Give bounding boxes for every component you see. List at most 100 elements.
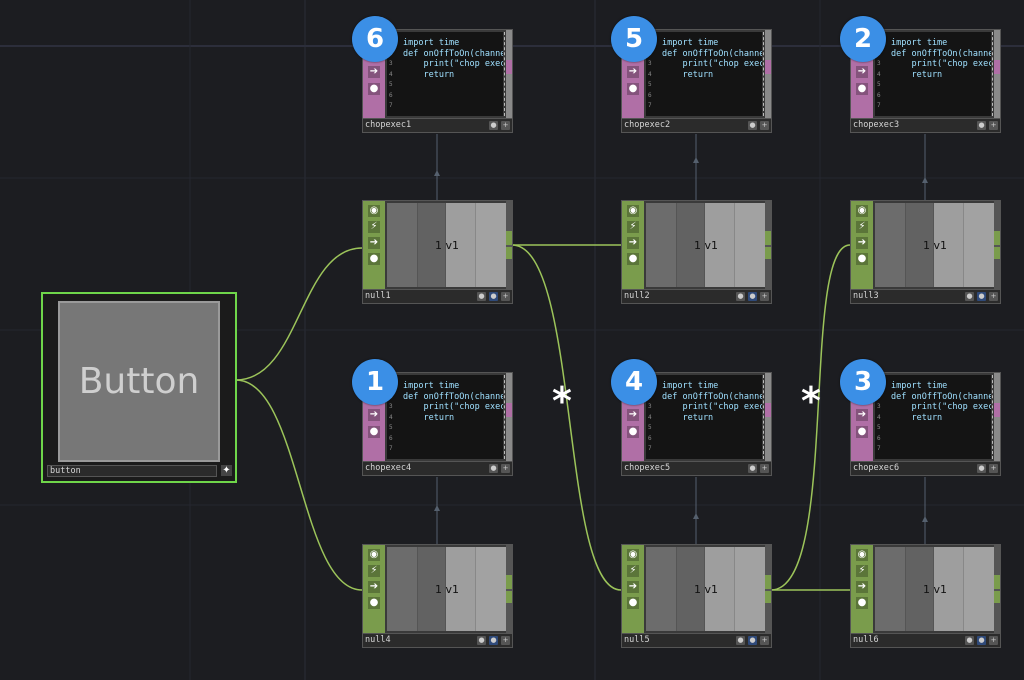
toggle-icon[interactable]: ● <box>748 464 757 473</box>
button-node[interactable]: Button button ✦ <box>41 292 237 483</box>
arrow-right-icon[interactable]: ➔ <box>627 409 639 421</box>
channel-view[interactable]: 1 v1 <box>875 203 995 287</box>
viewer-icon[interactable]: ◉ <box>627 549 639 561</box>
arrow-right-icon[interactable]: ➔ <box>368 581 380 593</box>
arrow-right-icon[interactable]: ➔ <box>368 409 380 421</box>
arrow-right-icon[interactable]: ➔ <box>627 66 639 78</box>
toggle-icon[interactable]: ● <box>977 121 986 130</box>
lock-icon[interactable]: ● <box>856 597 868 609</box>
arrow-right-icon[interactable]: ➔ <box>856 581 868 593</box>
toggle-icon[interactable]: ● <box>965 636 974 645</box>
output-connector[interactable] <box>994 60 1000 74</box>
toggle-icon[interactable]: ● <box>736 292 745 301</box>
output-tab[interactable] <box>765 30 771 118</box>
plus-icon[interactable]: + <box>989 121 998 130</box>
output-tab[interactable] <box>765 373 771 461</box>
output-connector[interactable] <box>765 591 771 603</box>
output-tab[interactable] <box>506 30 512 118</box>
output-tab[interactable] <box>765 201 771 289</box>
channel-view[interactable]: 1 v1 <box>646 203 766 287</box>
lock-icon[interactable]: ● <box>627 597 639 609</box>
output-tab[interactable] <box>506 545 512 633</box>
output-connector[interactable] <box>765 403 771 417</box>
plus-icon[interactable]: + <box>989 636 998 645</box>
output-tab[interactable] <box>506 201 512 289</box>
output-connector[interactable] <box>994 247 1000 259</box>
plus-icon[interactable]: + <box>760 636 769 645</box>
lock-icon[interactable]: ● <box>856 83 868 95</box>
toggle-icon[interactable]: ● <box>977 464 986 473</box>
plus-icon[interactable]: + <box>501 121 510 130</box>
lock-icon[interactable]: ● <box>627 253 639 265</box>
plus-icon[interactable]: + <box>989 292 998 301</box>
lock-icon[interactable]: ● <box>368 83 380 95</box>
output-connector[interactable] <box>765 60 771 74</box>
output-connector[interactable] <box>765 247 771 259</box>
arrow-right-icon[interactable]: ➔ <box>856 66 868 78</box>
cook-icon[interactable]: ⚡ <box>368 565 380 577</box>
lock-icon[interactable]: ● <box>627 426 639 438</box>
viewer-icon[interactable]: ◉ <box>856 205 868 217</box>
toggle-icon[interactable]: ● <box>748 121 757 130</box>
toggle-icon[interactable]: ● <box>489 464 498 473</box>
channel-view[interactable]: 1 v1 <box>646 547 766 631</box>
arrow-right-icon[interactable]: ➔ <box>368 66 380 78</box>
display-icon[interactable]: ● <box>977 292 986 301</box>
output-connector[interactable] <box>994 231 1000 245</box>
output-connector[interactable] <box>506 575 512 589</box>
display-icon[interactable]: ● <box>748 292 757 301</box>
lock-icon[interactable]: ● <box>856 253 868 265</box>
output-connector[interactable] <box>506 231 512 245</box>
viewer-icon[interactable]: ◉ <box>627 205 639 217</box>
plus-icon[interactable]: + <box>501 464 510 473</box>
cook-icon[interactable]: ⚡ <box>368 221 380 233</box>
scrollbar[interactable] <box>992 375 998 459</box>
plus-icon[interactable]: + <box>501 292 510 301</box>
output-tab[interactable] <box>765 545 771 633</box>
channel-view[interactable]: 1 v1 <box>387 547 507 631</box>
display-icon[interactable]: ● <box>489 636 498 645</box>
lock-icon[interactable]: ● <box>368 426 380 438</box>
display-icon[interactable]: ● <box>748 636 757 645</box>
plus-icon[interactable]: + <box>760 464 769 473</box>
output-tab[interactable] <box>506 373 512 461</box>
scrollbar[interactable] <box>504 32 510 116</box>
cook-icon[interactable]: ⚡ <box>856 565 868 577</box>
cook-icon[interactable]: ⚡ <box>627 221 639 233</box>
scrollbar[interactable] <box>504 375 510 459</box>
toggle-icon[interactable]: ● <box>965 292 974 301</box>
plus-icon[interactable]: + <box>760 121 769 130</box>
plus-icon[interactable]: + <box>989 464 998 473</box>
output-connector[interactable] <box>506 247 512 259</box>
arrow-right-icon[interactable]: ➔ <box>856 237 868 249</box>
lock-icon[interactable]: ● <box>627 83 639 95</box>
viewer-icon[interactable]: ◉ <box>368 549 380 561</box>
channel-view[interactable]: 1 v1 <box>387 203 507 287</box>
scrollbar[interactable] <box>763 375 769 459</box>
arrow-right-icon[interactable]: ➔ <box>627 237 639 249</box>
toggle-icon[interactable]: ● <box>489 121 498 130</box>
output-connector[interactable] <box>994 591 1000 603</box>
output-tab[interactable] <box>994 545 1000 633</box>
toggle-icon[interactable]: ● <box>477 292 486 301</box>
output-tab[interactable] <box>994 373 1000 461</box>
toggle-icon[interactable]: ● <box>477 636 486 645</box>
lock-icon[interactable]: ● <box>856 426 868 438</box>
plus-icon[interactable]: ✦ <box>221 465 232 476</box>
